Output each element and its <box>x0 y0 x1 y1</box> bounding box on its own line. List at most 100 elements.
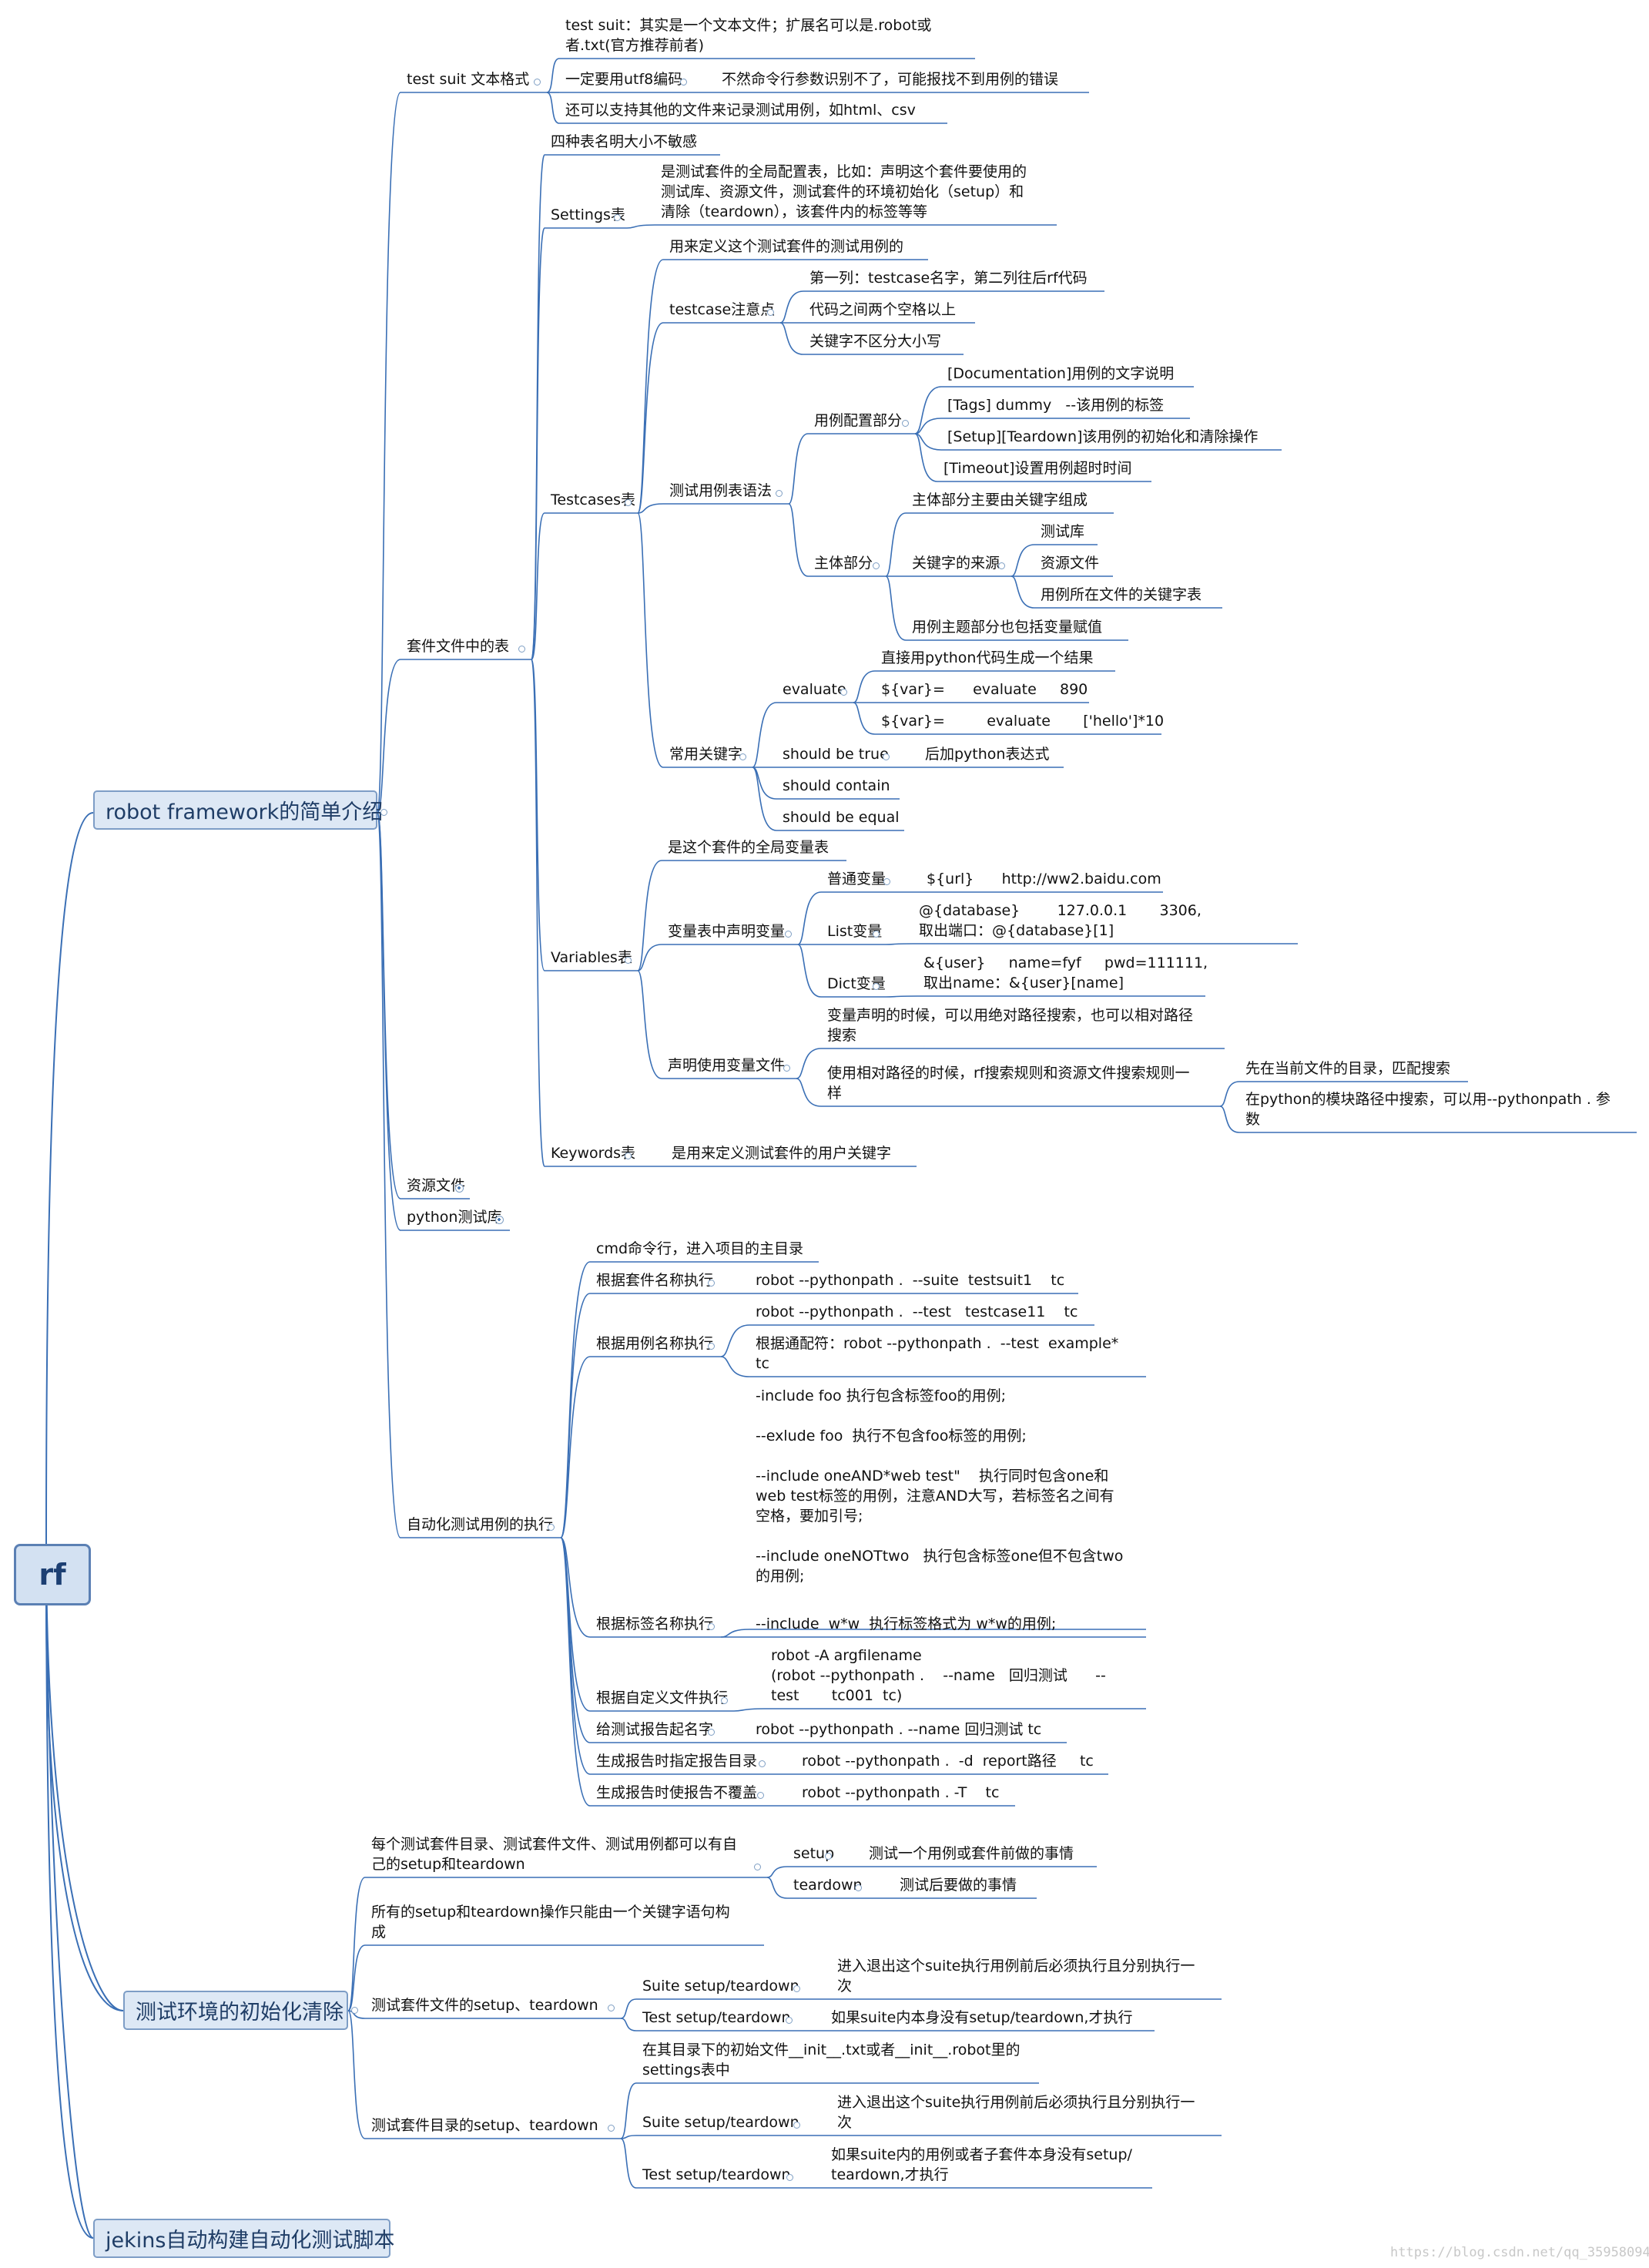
collapse-toggle-icon[interactable] <box>548 1523 555 1531</box>
node-f3[interactable]: 测试套件文件的setup、teardown <box>371 1995 598 2017</box>
node-k[interactable]: Keywords表 <box>551 1143 635 1165</box>
node-a1b[interactable]: 一定要用utf8编码 <box>565 69 682 91</box>
node-f4c[interactable]: Test setup/teardown <box>642 2165 791 2186</box>
node-e1[interactable]: cmd命令行，进入项目的主目录 <box>596 1239 803 1260</box>
collapse-toggle-icon[interactable] <box>902 419 909 427</box>
collapse-toggle-icon[interactable] <box>614 213 621 221</box>
node-e6a[interactable]: robot --pythonpath . --name 回归测试 tc <box>756 1719 1041 1741</box>
collapse-toggle-icon[interactable] <box>793 1984 800 1992</box>
collapse-toggle-icon[interactable] <box>754 1863 761 1870</box>
node-a2a[interactable]: 四种表名明大小不敏感 <box>551 132 697 153</box>
node-f4[interactable]: 测试套件目录的setup、teardown <box>371 2115 598 2137</box>
collapse-toggle-icon[interactable] <box>708 1622 715 1630</box>
collapse-toggle-icon[interactable] <box>785 930 792 938</box>
node-v[interactable]: Variables表 <box>551 948 632 969</box>
node-v3b[interactable]: 使用相对路径的时候，rf搜索规则和资源文件搜索规则一 样 <box>827 1063 1190 1105</box>
node-f1[interactable]: 每个测试套件目录、测试套件文件、测试用例都可以有自 己的setup和teardo… <box>371 1834 737 1876</box>
node-e7a[interactable]: robot --pythonpath . -d report路径 tc <box>802 1751 1094 1773</box>
node-v2b1[interactable]: @{database} 127.0.0.1 3306, 取出端口：@{datab… <box>919 901 1202 942</box>
collapse-toggle-icon[interactable] <box>786 2016 793 2024</box>
node-e2[interactable]: 根据套件名称执行 <box>596 1270 713 1292</box>
node-sb1[interactable]: 后加python表达式 <box>925 744 1049 766</box>
collapse-toggle-icon[interactable] <box>883 753 890 760</box>
node-f3a[interactable]: Suite setup/teardown <box>642 1976 799 1998</box>
node-f2[interactable]: 所有的setup和teardown操作只能由一个关键字语句构 成 <box>371 1902 730 1944</box>
node-a1c[interactable]: 还可以支持其他的文件来记录测试用例，如html、csv <box>565 100 916 122</box>
node-v2c[interactable]: Dict变量 <box>827 974 886 995</box>
node-f1a1[interactable]: 测试一个用例或套件前做的事情 <box>869 1844 1074 1865</box>
node-e3[interactable]: 根据用例名称执行 <box>596 1334 713 1355</box>
node-tc3b2[interactable]: 关键字的来源 <box>912 553 1000 575</box>
node-tc[interactable]: Testcases表 <box>551 490 635 512</box>
node-e7[interactable]: 生成报告时指定报告目录 <box>596 1751 757 1773</box>
collapse-toggle-icon[interactable] <box>883 877 890 885</box>
node-tc3a4[interactable]: [Timeout]设置用例超时时间 <box>943 458 1131 480</box>
root-node[interactable]: rf <box>14 1544 91 1605</box>
node-a4[interactable]: python测试库 <box>407 1207 501 1229</box>
node-se[interactable]: should be equal <box>783 807 900 829</box>
node-sb[interactable]: should be true <box>783 744 889 766</box>
expand-icon[interactable] <box>495 1215 504 1224</box>
node-tc3b2a[interactable]: 测试库 <box>1041 522 1084 543</box>
collapse-toggle-icon[interactable] <box>625 1152 632 1159</box>
node-s[interactable]: Settings表 <box>551 205 625 226</box>
collapse-toggle-icon[interactable] <box>873 562 880 569</box>
node-e6[interactable]: 给测试报告起名字 <box>596 1719 713 1741</box>
collapse-toggle-icon[interactable] <box>767 308 774 316</box>
node-a1[interactable]: test suit 文本格式 <box>407 69 529 91</box>
node-tc3a[interactable]: 用例配置部分 <box>814 411 902 432</box>
collapse-toggle-icon[interactable] <box>351 2007 358 2014</box>
node-ev3[interactable]: ${var}= evaluate ['hello']*10 <box>881 711 1164 733</box>
node-tc3[interactable]: 测试用例表语法 <box>669 481 772 502</box>
node-tc2c[interactable]: 关键字不区分大小写 <box>809 331 941 353</box>
collapse-toggle-icon[interactable] <box>855 1884 862 1891</box>
collapse-toggle-icon[interactable] <box>783 1064 790 1072</box>
node-v3a[interactable]: 变量声明的时候，可以用绝对路径搜索，也可以相对路径 搜索 <box>827 1005 1193 1047</box>
node-tc2[interactable]: testcase注意点 <box>669 300 775 321</box>
node-e5[interactable]: 根据自定义文件执行 <box>596 1688 728 1709</box>
node-v3b2[interactable]: 在python的模块路径中搜索，可以用--pythonpath . 参 数 <box>1245 1089 1610 1131</box>
node-f1b[interactable]: teardown <box>793 1875 863 1897</box>
node-ev[interactable]: evaluate <box>783 679 846 701</box>
collapse-toggle-icon[interactable] <box>708 1342 715 1350</box>
node-e5a[interactable]: robot -A argfilename (robot --pythonpath… <box>771 1646 1106 1707</box>
expand-icon[interactable] <box>455 1183 464 1193</box>
collapse-toggle-icon[interactable] <box>786 2173 793 2181</box>
branch-test-env-init-cleanup[interactable]: 测试环境的初始化清除 <box>123 1991 348 2030</box>
node-a5[interactable]: 自动化测试用例的执行 <box>407 1515 553 1536</box>
collapse-toggle-icon[interactable] <box>534 78 541 86</box>
node-f4c1[interactable]: 如果suite内的用例或者子套件本身没有setup/ teardown,才执行 <box>831 2145 1132 2186</box>
collapse-toggle-icon[interactable] <box>793 2121 800 2129</box>
node-tc1[interactable]: 用来定义这个测试套件的测试用例的 <box>669 237 903 258</box>
node-v2a1[interactable]: ${url} http://ww2.baidu.com <box>927 869 1161 891</box>
branch-robot-framework-intro[interactable]: robot framework的简单介绍 <box>93 790 383 830</box>
node-sc[interactable]: should contain <box>783 776 890 797</box>
node-tc3a1[interactable]: [Documentation]用例的文字说明 <box>947 364 1174 385</box>
collapse-toggle-icon[interactable] <box>873 930 880 938</box>
node-f3a1[interactable]: 进入退出这个suite执行用例前后必须执行且分别执行一 次 <box>837 1956 1195 1998</box>
node-v2a[interactable]: 普通变量 <box>827 869 886 891</box>
collapse-toggle-icon[interactable] <box>708 1728 715 1736</box>
node-tc3b2c[interactable]: 用例所在文件的关键字表 <box>1041 585 1202 606</box>
collapse-toggle-icon[interactable] <box>840 688 847 696</box>
node-ev1[interactable]: 直接用python代码生成一个结果 <box>881 648 1093 669</box>
node-e4[interactable]: 根据标签名称执行 <box>596 1614 713 1636</box>
collapse-toggle-icon[interactable] <box>873 982 880 990</box>
node-a1a[interactable]: test suit：其实是一个文本文件；扩展名可以是.robot或 者.txt(… <box>565 15 931 57</box>
node-v3[interactable]: 声明使用变量文件 <box>668 1055 785 1077</box>
collapse-toggle-icon[interactable] <box>625 498 632 506</box>
node-f4b[interactable]: Suite setup/teardown <box>642 2112 799 2134</box>
node-f1b1[interactable]: 测试后要做的事情 <box>900 1875 1017 1897</box>
node-e3b[interactable]: 根据通配符：robot --pythonpath . --test exampl… <box>756 1334 1118 1375</box>
collapse-toggle-icon[interactable] <box>739 753 746 760</box>
node-v2c1[interactable]: &{user} name=fyf pwd=111111, 取出name：&{us… <box>923 953 1208 995</box>
node-f1a[interactable]: setup <box>793 1844 834 1865</box>
node-tc3b3[interactable]: 用例主题部分也包括变量赋值 <box>912 617 1102 639</box>
collapse-toggle-icon[interactable] <box>380 809 387 816</box>
branch-jenkins-build[interactable]: jekins自动构建自动化测试脚本 <box>93 2219 394 2258</box>
node-v1[interactable]: 是这个套件的全局变量表 <box>668 837 829 859</box>
collapse-toggle-icon[interactable] <box>625 956 632 964</box>
collapse-toggle-icon[interactable] <box>825 1852 832 1860</box>
node-f3b1[interactable]: 如果suite内本身没有setup/teardown,才执行 <box>831 2008 1132 2029</box>
node-tc3a2[interactable]: [Tags] dummy --该用例的标签 <box>947 395 1164 417</box>
